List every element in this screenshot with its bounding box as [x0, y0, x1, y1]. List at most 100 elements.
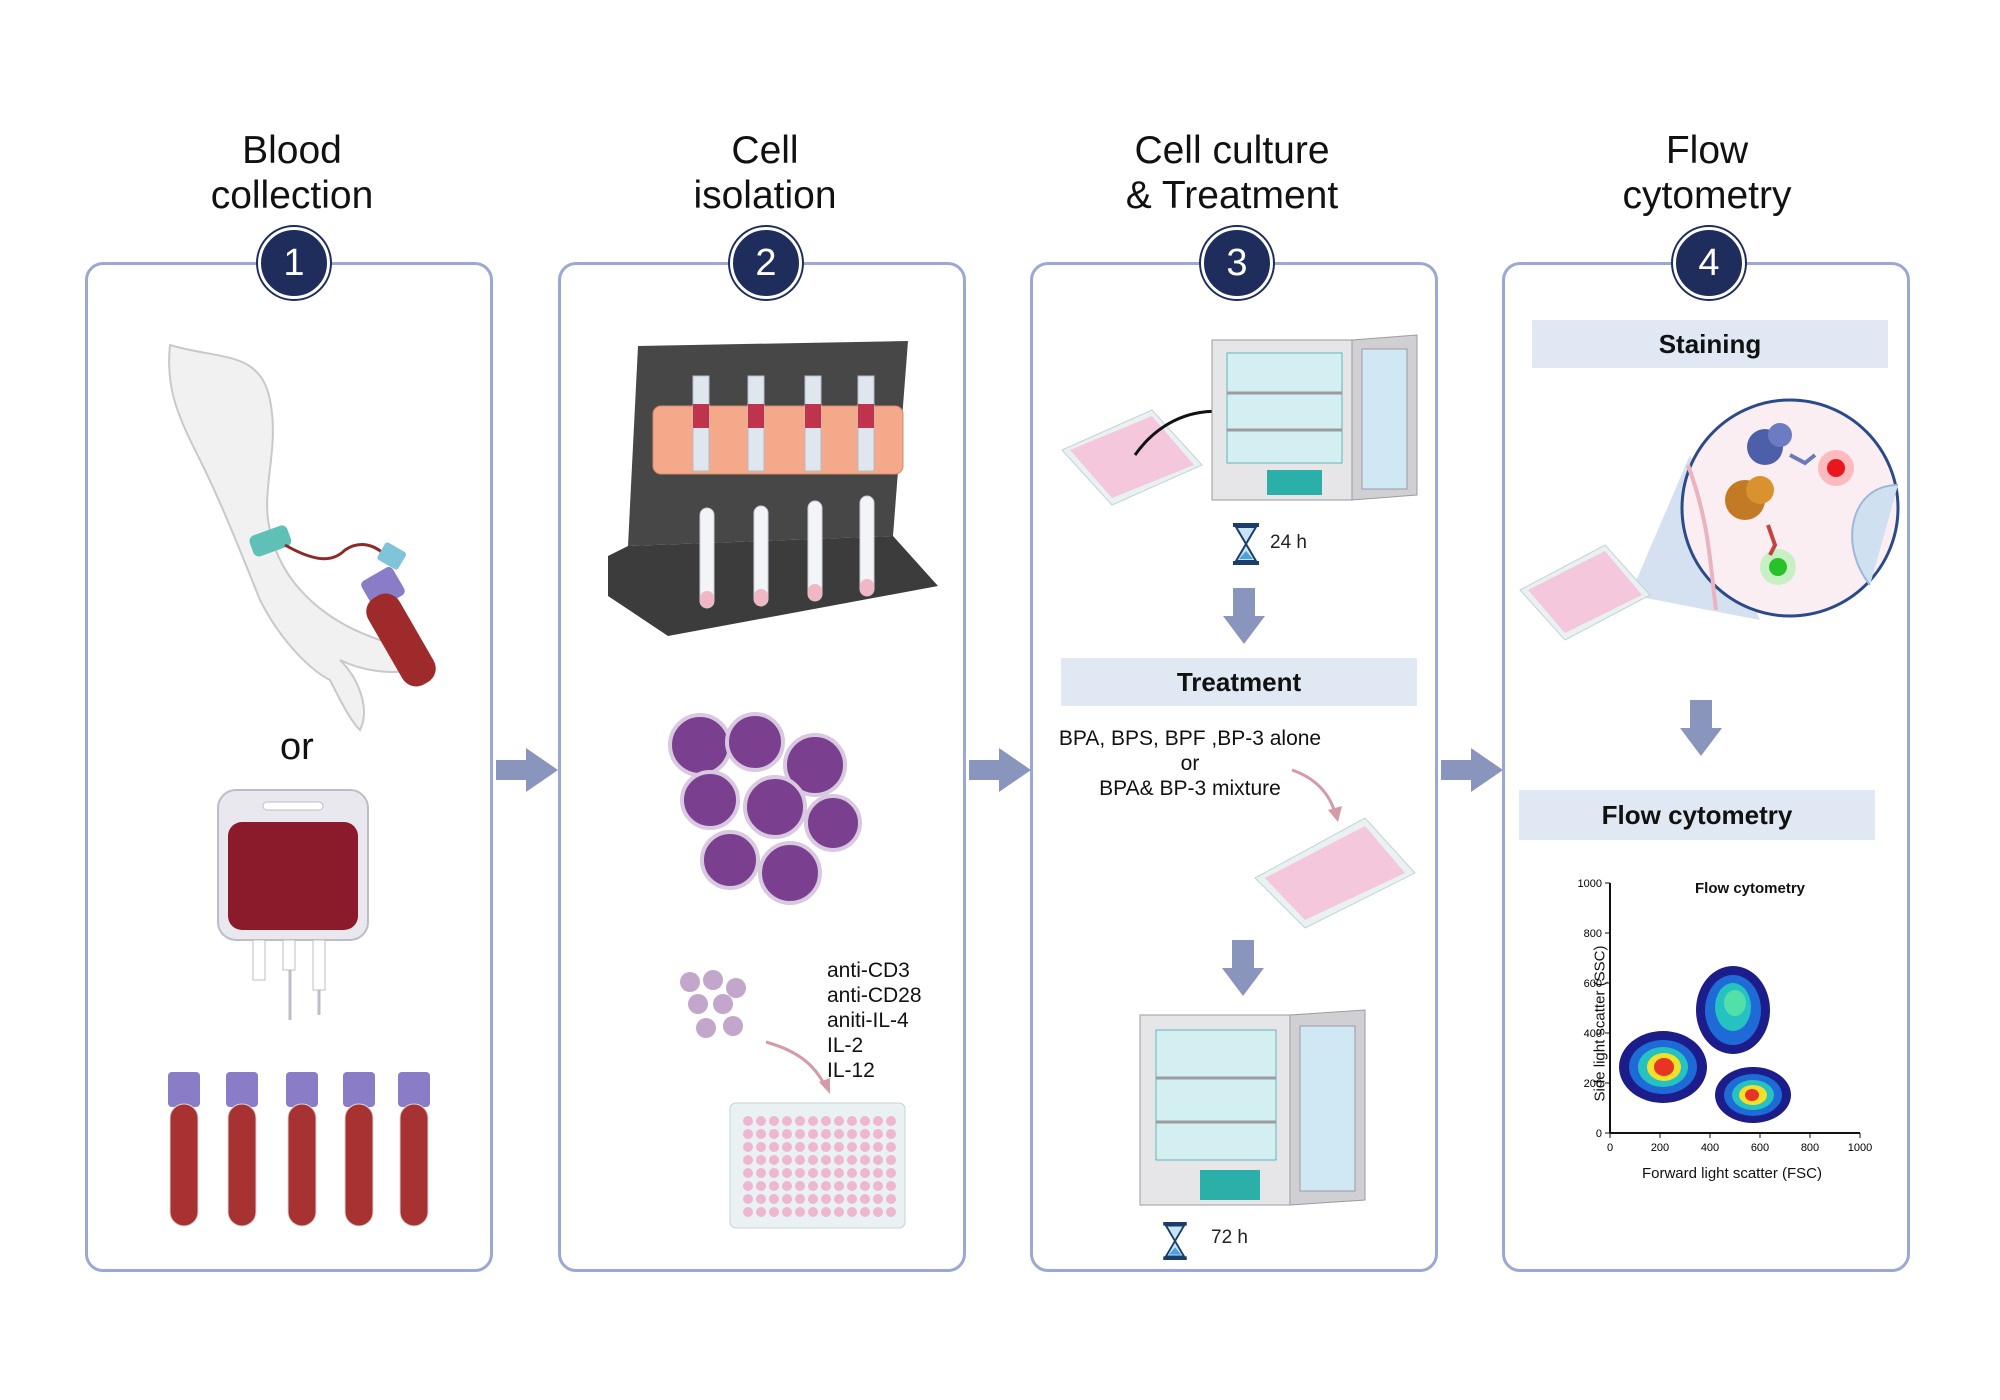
well — [743, 1181, 753, 1191]
blood-bag-icon — [217, 789, 369, 1020]
well — [743, 1194, 753, 1204]
well — [860, 1142, 870, 1152]
well — [860, 1155, 870, 1165]
well — [821, 1116, 831, 1126]
time-72h: 72 h — [1211, 1227, 1248, 1248]
staining-label: Staining — [1532, 320, 1888, 368]
well — [782, 1155, 792, 1165]
cluster-3 — [1715, 1067, 1791, 1123]
step2-title-line1: Cell — [731, 129, 799, 172]
time-24h: 24 h — [1270, 532, 1307, 553]
well — [821, 1168, 831, 1178]
well — [821, 1207, 831, 1217]
step4-title: Flow cytometry — [1497, 128, 1917, 218]
x-tick-label: 800 — [1801, 1142, 1819, 1154]
well — [795, 1207, 805, 1217]
step1-number: 1 — [258, 227, 330, 299]
x-tick-label: 600 — [1751, 1142, 1769, 1154]
well — [821, 1129, 831, 1139]
y-tick-label: 0 — [1596, 1128, 1602, 1140]
well — [847, 1168, 857, 1178]
well — [769, 1155, 779, 1165]
well — [834, 1116, 844, 1126]
flow-arrow-1 — [496, 748, 558, 792]
well — [743, 1142, 753, 1152]
flow-cytometry-label: Flow cytometry — [1519, 790, 1875, 840]
well — [873, 1142, 883, 1152]
well — [782, 1116, 792, 1126]
well — [756, 1142, 766, 1152]
well — [795, 1194, 805, 1204]
treatment-line3: BPA& BP-3 mixture — [1099, 777, 1281, 800]
well — [756, 1116, 766, 1126]
step1-title-line2: collection — [210, 174, 374, 217]
reagent-item: IL-2 — [827, 1034, 864, 1057]
step1-title: Blood collection — [82, 128, 502, 218]
reagent-item: aniti-IL-4 — [827, 1009, 909, 1032]
well — [860, 1194, 870, 1204]
incubator-icon-2 — [1139, 1009, 1366, 1206]
x-tick-label: 200 — [1651, 1142, 1669, 1154]
well — [834, 1207, 844, 1217]
well — [821, 1142, 831, 1152]
well — [808, 1116, 818, 1126]
well — [886, 1116, 896, 1126]
step2-title: Cell isolation — [555, 128, 975, 218]
well — [795, 1142, 805, 1152]
well — [847, 1194, 857, 1204]
step4-title-line1: Flow — [1665, 129, 1749, 172]
well — [756, 1155, 766, 1165]
well — [834, 1194, 844, 1204]
pink-curved-arrow-2 — [1291, 768, 1342, 822]
well — [808, 1181, 818, 1191]
well — [821, 1181, 831, 1191]
well — [769, 1181, 779, 1191]
cluster-1 — [1619, 1031, 1707, 1103]
well — [769, 1129, 779, 1139]
well-plate-icon — [729, 1102, 906, 1229]
step3-title-line2: & Treatment — [1125, 174, 1339, 217]
well — [847, 1155, 857, 1165]
treatment-line2: or — [1180, 752, 1200, 775]
plot-xlabel: Forward light scatter (FSC) — [1641, 1165, 1823, 1182]
treatment-text: BPA, BPS, BPF ,BP-3 alone or BPA& BP-3 m… — [1040, 726, 1340, 801]
well — [847, 1142, 857, 1152]
well — [860, 1116, 870, 1126]
well — [860, 1129, 870, 1139]
cell-icon — [668, 712, 862, 905]
step4number: 4 — [1673, 227, 1745, 299]
well — [808, 1168, 818, 1178]
well — [782, 1142, 792, 1152]
well — [743, 1155, 753, 1165]
well — [860, 1207, 870, 1217]
x-tick-label: 1000 — [1848, 1142, 1872, 1154]
blood-tube-icon — [168, 1072, 430, 1227]
well — [769, 1207, 779, 1217]
well — [743, 1207, 753, 1217]
well — [756, 1168, 766, 1178]
treatment-label: Treatment — [1061, 658, 1417, 706]
well — [743, 1129, 753, 1139]
well — [795, 1181, 805, 1191]
hourglass-icon — [1233, 523, 1259, 565]
well — [743, 1116, 753, 1126]
plot-title: Flow cytometry — [1695, 880, 1806, 897]
step2-title-line2: isolation — [693, 174, 837, 217]
treatment-line1: BPA, BPS, BPF ,BP-3 alone — [1058, 727, 1322, 750]
y-tick-label: 400 — [1584, 1028, 1602, 1040]
down-arrow-3 — [1680, 700, 1722, 756]
well — [782, 1207, 792, 1217]
well — [782, 1194, 792, 1204]
well — [795, 1155, 805, 1165]
step3-title-line1: Cell culture — [1134, 129, 1330, 172]
well — [886, 1181, 896, 1191]
well — [756, 1129, 766, 1139]
reagent-list: anti-CD3 anti-CD28 aniti-IL-4 IL-2 IL-12 — [827, 958, 922, 1083]
well — [834, 1129, 844, 1139]
y-tick-label: 200 — [1584, 1078, 1602, 1090]
x-tick-label: 400 — [1701, 1142, 1719, 1154]
reagent-item: IL-12 — [827, 1059, 875, 1082]
pink-curved-arrow — [765, 1040, 830, 1094]
well — [743, 1168, 753, 1178]
